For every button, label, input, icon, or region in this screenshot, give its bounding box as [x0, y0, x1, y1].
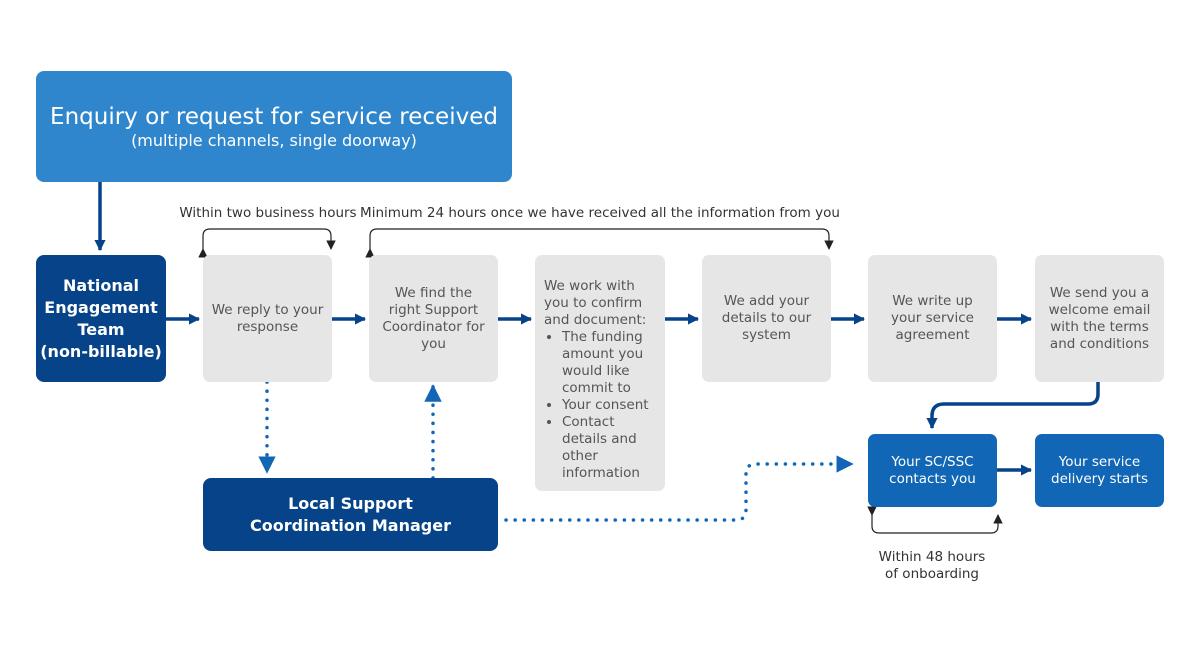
label-two-hours: Within two business hours: [179, 205, 357, 221]
step-add-text: We add your details to our system: [721, 293, 812, 343]
national-engagement-team-box: National Engagement Team (non-billable): [36, 255, 166, 382]
step-add-box: We add your details to our system: [702, 255, 831, 382]
national-line-2: Engagement: [44, 297, 158, 317]
step-work-list: The funding amount you would like commit…: [544, 329, 657, 482]
service-delivery-text: Your service delivery starts: [1051, 453, 1148, 487]
arrow-send-to-sc: [926, 376, 1100, 430]
local-manager-line-2: Coordination Manager: [250, 515, 451, 535]
sc-contacts-box: Your SC/SSC contacts you: [868, 434, 997, 507]
sc-contacts-text: Your SC/SSC contacts you: [889, 453, 976, 487]
bracket-two-hours: [198, 228, 336, 258]
step-send-text: We send you a welcome email with the ter…: [1048, 284, 1151, 352]
step-find-text: We find the right Support Coordinator fo…: [382, 284, 485, 352]
list-item: Contact details and other information: [562, 414, 657, 482]
service-delivery-box: Your service delivery starts: [1035, 434, 1164, 507]
step-reply-text: We reply to your response: [211, 301, 324, 335]
local-manager-box: Local Support Coordination Manager: [203, 478, 498, 551]
list-item: Your consent: [562, 397, 657, 414]
step-work-intro: We work with you to confirm and document…: [544, 278, 647, 328]
list-item: The funding amount you would like commit…: [562, 329, 657, 397]
step-write-text: We write up your service agreement: [890, 293, 974, 343]
national-line-1: National: [63, 275, 139, 295]
dotted-manager-to-sc: [504, 455, 854, 522]
step-send-box: We send you a welcome email with the ter…: [1035, 255, 1164, 382]
enquiry-title: Enquiry or request for service received: [50, 103, 498, 130]
label-48-line-2: of onboarding: [885, 566, 979, 582]
step-reply-box: We reply to your response: [203, 255, 332, 382]
step-write-box: We write up your service agreement: [868, 255, 997, 382]
step-find-box: We find the right Support Coordinator fo…: [369, 255, 498, 382]
enquiry-subtitle: (multiple channels, single doorway): [131, 130, 417, 150]
label-48-hours: Within 48 hours of onboarding: [862, 549, 1002, 583]
step-work-box: We work with you to confirm and document…: [535, 255, 665, 491]
national-line-4: (non-billable): [40, 341, 162, 361]
bracket-min-24: [365, 228, 834, 258]
enquiry-box: Enquiry or request for service received …: [36, 71, 512, 182]
local-manager-line-1: Local Support: [288, 493, 413, 513]
label-48-line-1: Within 48 hours: [878, 549, 986, 565]
label-min-24-hours: Minimum 24 hours once we have received a…: [360, 205, 840, 221]
national-line-3: Team: [77, 319, 125, 339]
bracket-48-hours: [867, 506, 1003, 534]
